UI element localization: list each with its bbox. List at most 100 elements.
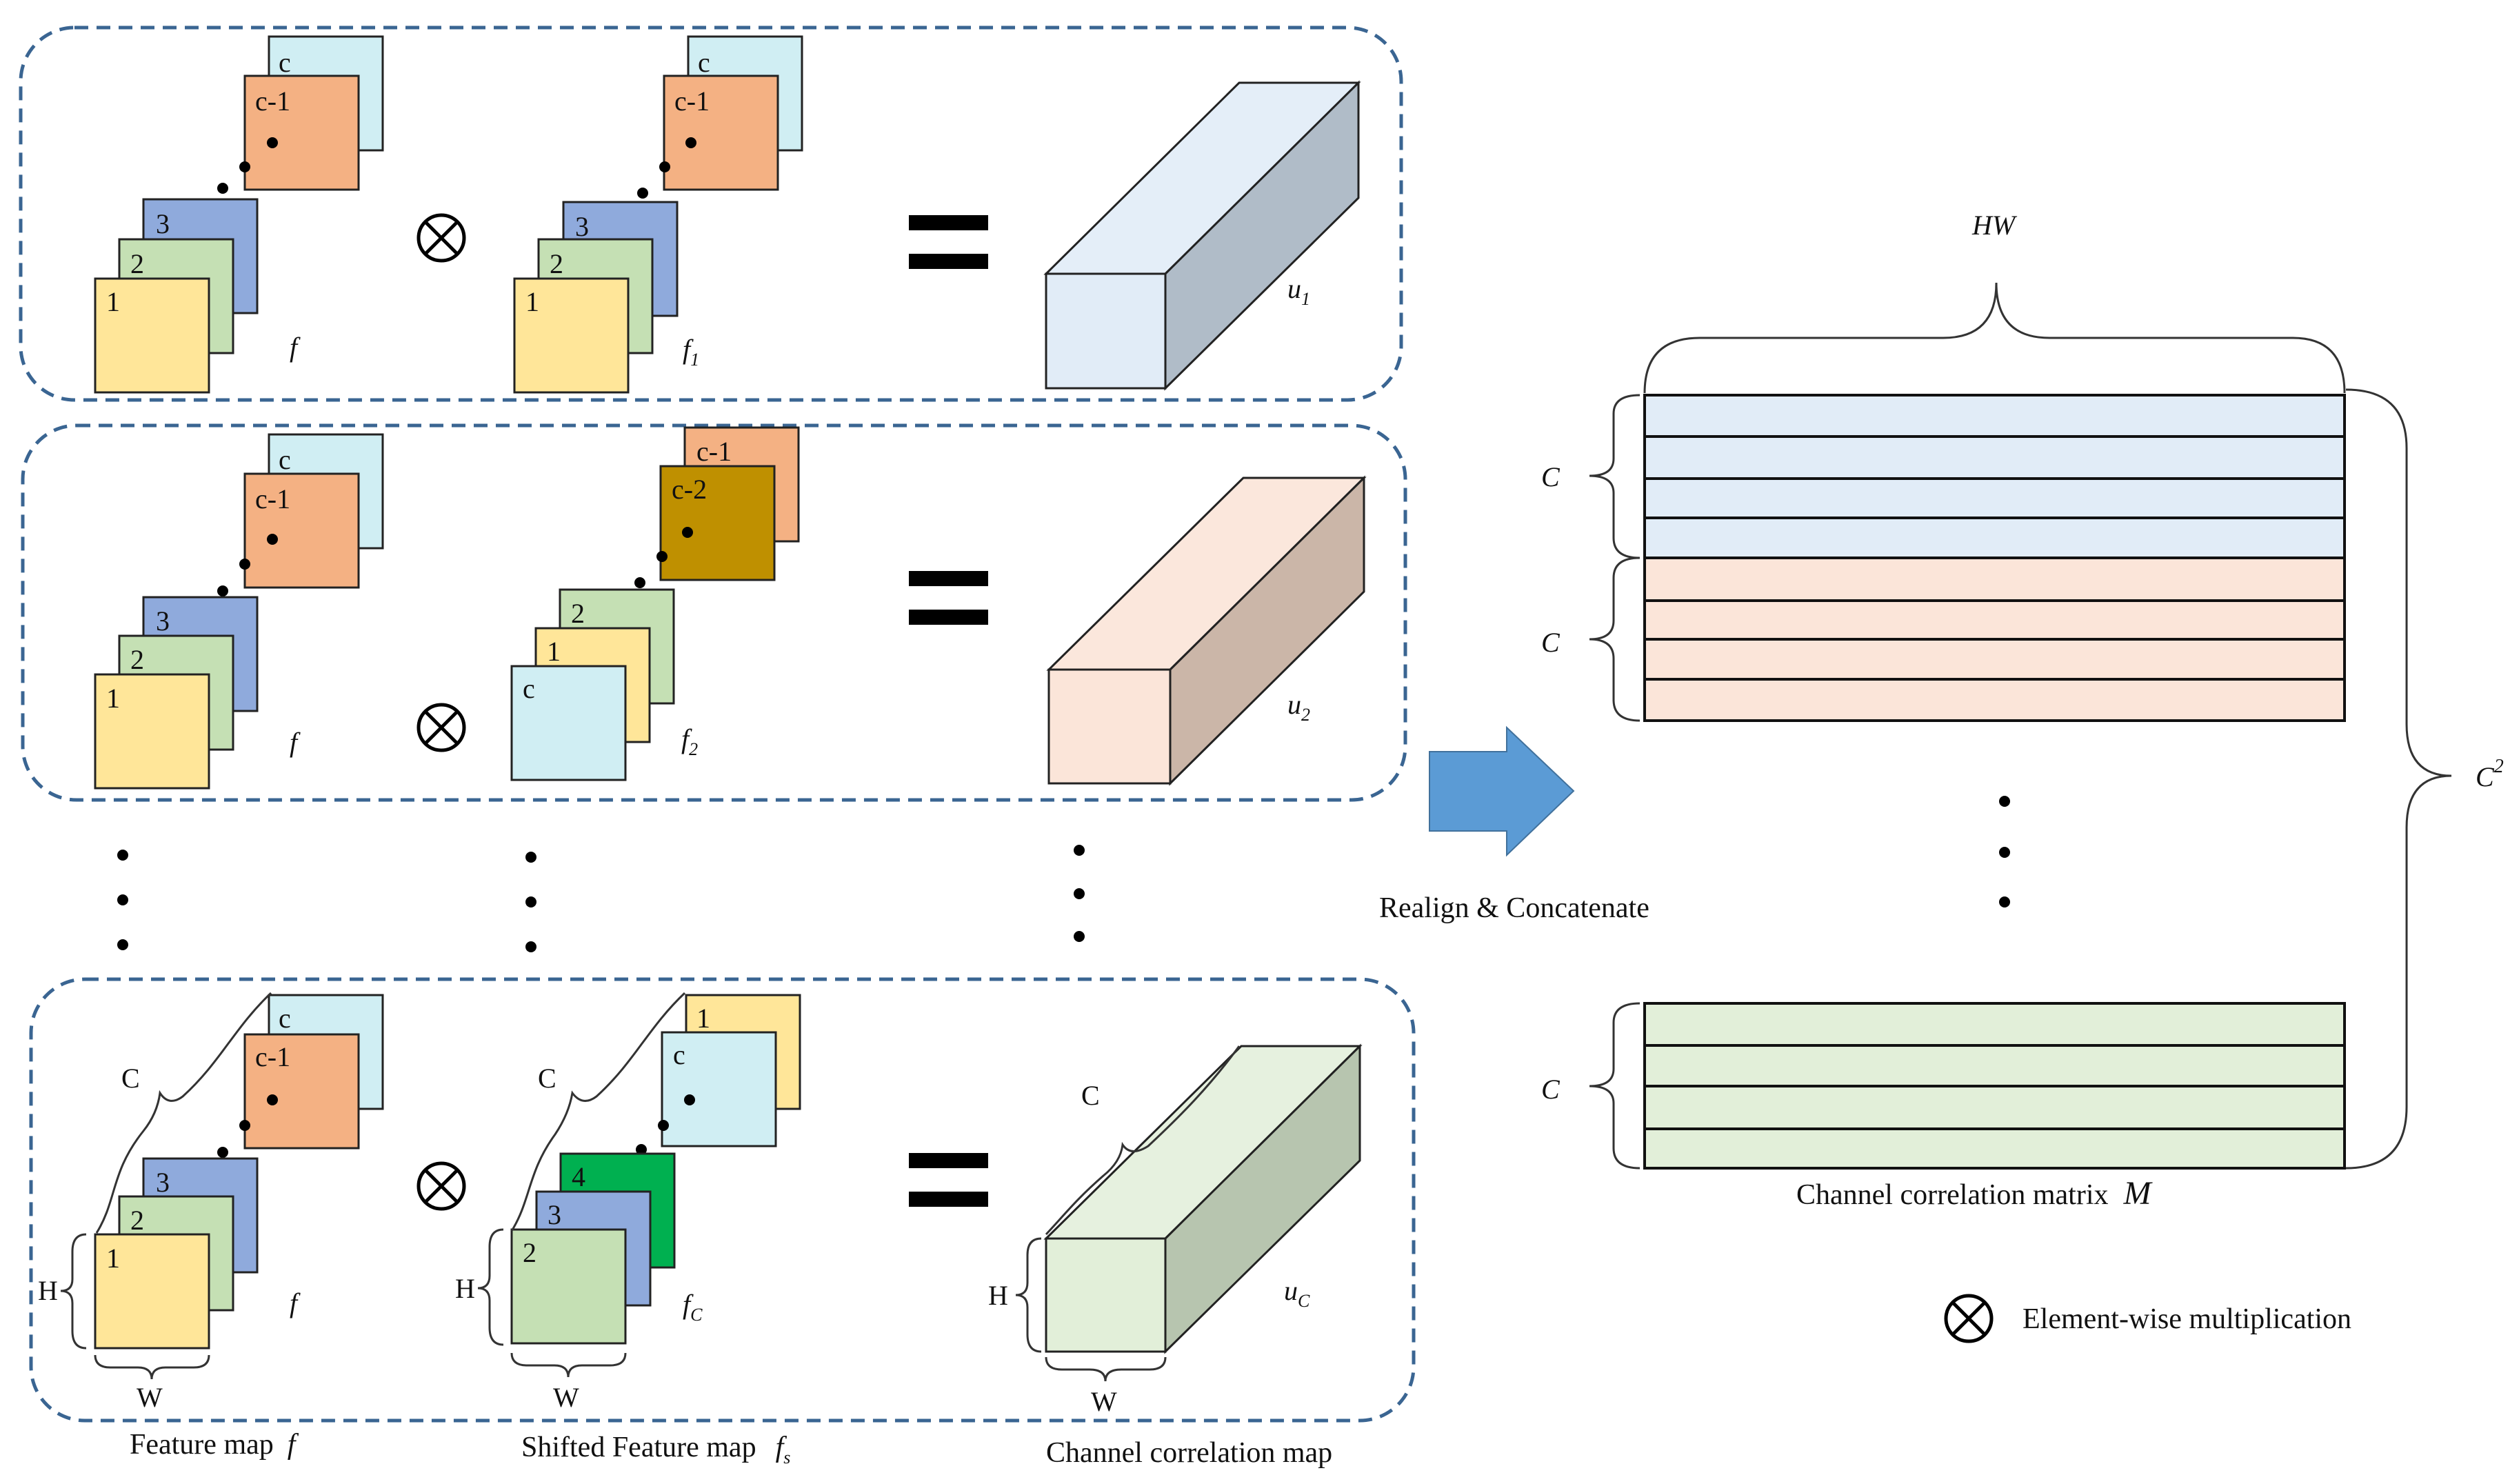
- panel-3: c c-1 3 2 1 f C H W: [29, 977, 1416, 1423]
- legend-text: Element-wise multiplication: [2023, 1303, 2351, 1335]
- matrix-row: [1643, 1002, 2346, 1047]
- dot: [656, 551, 668, 562]
- dim-label-h: H: [38, 1275, 58, 1306]
- channel-square: [94, 277, 210, 394]
- c2-label: C2: [2476, 756, 2504, 792]
- channel-square: [661, 1031, 777, 1147]
- channel-label: c: [523, 673, 535, 704]
- channel-label: 4: [572, 1161, 585, 1192]
- dot: [239, 559, 250, 570]
- ellipsis-vertical: [525, 852, 536, 952]
- dot: [239, 1120, 250, 1131]
- matrix-row: [1643, 435, 2346, 480]
- brace-c: [1045, 1045, 1241, 1236]
- channel-label: c-1: [255, 483, 290, 514]
- panel-1-border: [19, 26, 1403, 402]
- shifted-label: f2: [681, 723, 698, 759]
- channel-label: c-1: [255, 86, 290, 117]
- channel-label: c-2: [672, 474, 707, 505]
- channel-label: c-1: [255, 1041, 290, 1072]
- channel-label: c: [279, 47, 291, 78]
- caption-corr-map: Channel correlation map: [1046, 1437, 1332, 1469]
- brace-h: [60, 1233, 87, 1350]
- matrix-row: [1643, 1044, 2346, 1087]
- correlation-cube-1: u1: [1043, 80, 1361, 391]
- channel-square: [513, 277, 630, 394]
- dot: [239, 161, 250, 172]
- dot: [684, 1094, 695, 1105]
- equals-sign: [909, 1153, 988, 1207]
- c-label: C: [1541, 627, 1560, 658]
- dot: [636, 1144, 647, 1155]
- channel-label: 2: [550, 248, 563, 279]
- legend: Element-wise multiplication: [1944, 1294, 2351, 1343]
- channel-square: [510, 665, 627, 781]
- correlation-cube-2: u2: [1046, 475, 1367, 786]
- equals-sign: [909, 215, 988, 269]
- matrix-row: [1643, 394, 2346, 438]
- feature-label: f: [290, 1287, 301, 1318]
- equals-sign: [909, 571, 988, 625]
- dot: [217, 585, 228, 596]
- cube-front-face: [1047, 668, 1172, 785]
- channel-square: [510, 1228, 627, 1345]
- panel-3-border: [29, 977, 1416, 1423]
- row-group-2: C: [1541, 556, 2346, 722]
- brace-c: [1589, 394, 1640, 559]
- row-group-last: C: [1541, 1002, 2346, 1170]
- brace-w: [1045, 1356, 1167, 1382]
- shifted-stack-2: c-1 c-2 2 1 c f2: [510, 426, 800, 781]
- brace-c2: [2345, 388, 2452, 1170]
- dim-label-w: W: [137, 1382, 163, 1413]
- hw-label: HW: [1971, 210, 2018, 241]
- otimes-icon: [417, 213, 466, 263]
- dim-label-w: W: [1091, 1386, 1117, 1417]
- dot: [267, 534, 278, 545]
- otimes-icon: [417, 703, 466, 752]
- dim-label-c: C: [1081, 1080, 1100, 1111]
- matrix-row: [1643, 678, 2346, 722]
- dim-label-w: W: [553, 1382, 579, 1413]
- channel-label: 1: [547, 636, 561, 667]
- dot: [682, 527, 693, 538]
- brace-c: [95, 992, 272, 1234]
- dot: [217, 1147, 228, 1158]
- ellipsis-vertical: [1074, 845, 1085, 942]
- brace-c: [1589, 556, 1640, 722]
- brace-w: [510, 1352, 627, 1378]
- matrix-row: [1643, 638, 2346, 681]
- dim-label-c: C: [121, 1063, 140, 1094]
- channel-label: c: [698, 47, 710, 78]
- panel-2-border: [21, 423, 1407, 802]
- dim-label-h: H: [988, 1280, 1008, 1311]
- dim-label-h: H: [455, 1273, 475, 1304]
- otimes-icon: [417, 1161, 466, 1211]
- matrix-row: [1643, 599, 2346, 641]
- channel-label: 1: [696, 1003, 710, 1034]
- channel-label: c-1: [674, 86, 710, 117]
- panel-1: c c-1 3 2 1 f c c-1: [19, 26, 1403, 402]
- matrix-row: [1643, 517, 2346, 559]
- channel-square: [243, 74, 360, 191]
- dim-label-c: C: [538, 1063, 556, 1094]
- cube-label: uC: [1284, 1275, 1310, 1311]
- shifted-label: fC: [683, 1289, 703, 1325]
- dot: [659, 161, 670, 172]
- ellipsis-vertical: [1999, 796, 2010, 908]
- realign-arrow: Realign & Concatenate: [1379, 725, 1649, 924]
- channel-label: 1: [106, 683, 120, 714]
- channel-label: 1: [106, 286, 120, 317]
- feature-label: f: [290, 332, 301, 363]
- channel-label: 2: [571, 598, 585, 629]
- feature-stack-3: c c-1 3 2 1 f C H W: [38, 992, 384, 1413]
- row-group-1: C: [1541, 394, 2346, 559]
- channel-label: c: [279, 444, 291, 475]
- arrow-label: Realign & Concatenate: [1379, 892, 1649, 924]
- brace-h: [1015, 1237, 1042, 1353]
- channel-label: 2: [523, 1237, 536, 1268]
- channel-label: 2: [130, 1205, 144, 1236]
- otimes-icon: [1944, 1294, 1994, 1343]
- channel-square: [243, 1033, 360, 1150]
